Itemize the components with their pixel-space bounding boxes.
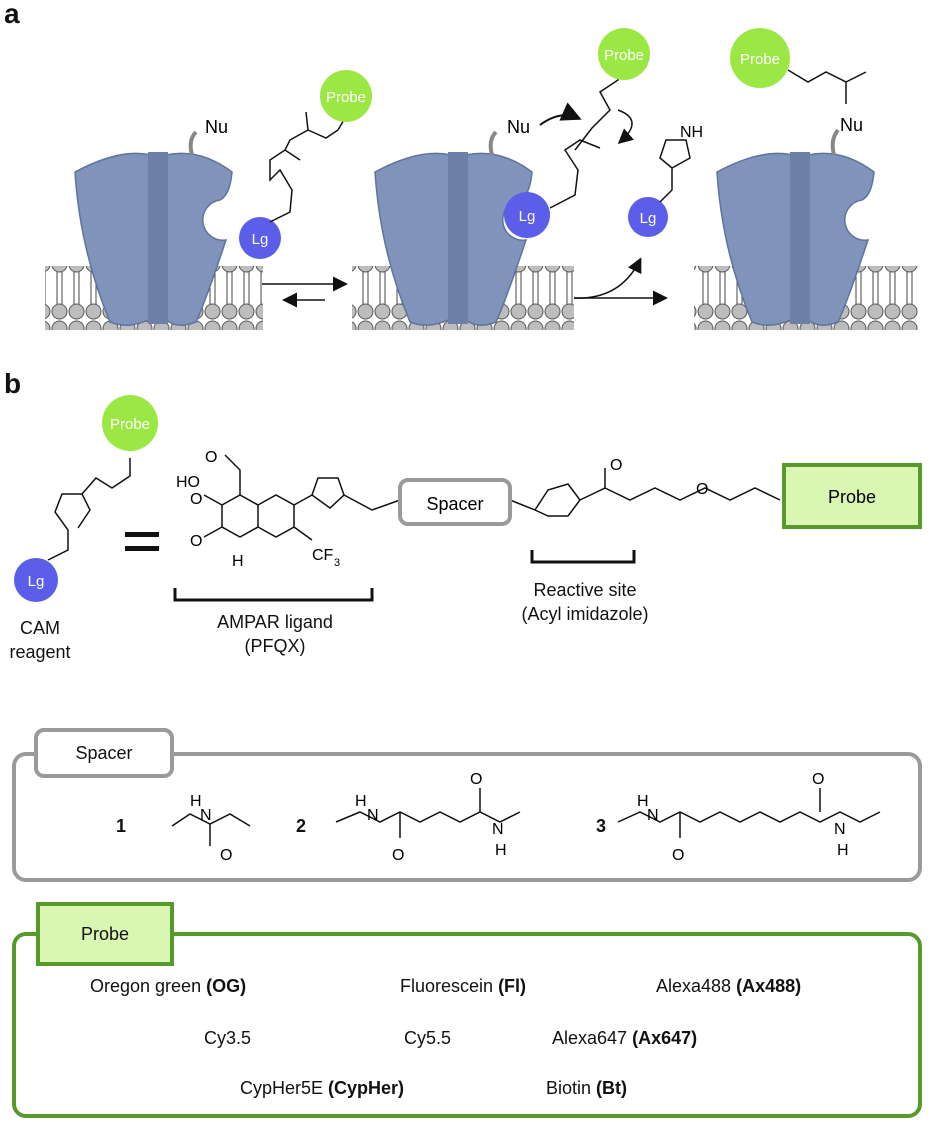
probe-item-cy55: Cy5.5 (404, 1028, 452, 1048)
spacer-number-1: 1 (116, 816, 127, 836)
svg-text:Lg: Lg (640, 210, 657, 227)
receptor-2: Lg Probe (352, 28, 650, 330)
svg-text:3: 3 (334, 557, 340, 569)
pfqx-label: (PFQX) (244, 636, 306, 656)
reactive-bracket (530, 550, 636, 564)
spacer-number-3: 3 (596, 816, 607, 836)
spacer-tab: Spacer (34, 728, 174, 778)
svg-text:Lg: Lg (252, 231, 269, 248)
equals-top (125, 532, 159, 537)
svg-text:Spacer: Spacer (426, 494, 483, 514)
svg-text:O: O (696, 481, 708, 498)
nu-label-1: Nu (205, 117, 228, 137)
svg-text:O: O (672, 847, 684, 864)
svg-text:O: O (190, 533, 202, 550)
spacer-number-2: 2 (296, 816, 307, 836)
svg-text:HO: HO (176, 474, 200, 491)
released-ligand: Lg NH (628, 124, 703, 237)
spacer-panel (12, 752, 922, 882)
reaction-scheme: Nu Lg Probe Lg Probe Nu Lg NH (14, 28, 922, 602)
svg-text:H: H (837, 842, 849, 859)
svg-text:N: N (492, 821, 504, 838)
probe-item-fl: Fluorescein (Fl) (400, 976, 527, 996)
svg-text:O: O (220, 847, 232, 864)
cam-reagent-schematic: Lg Probe (14, 395, 158, 602)
probe-item-cy35: Cy3.5 (204, 1028, 252, 1048)
svg-text:Lg: Lg (28, 573, 45, 590)
acyl-imidazole-label: (Acyl imidazole) (521, 604, 649, 624)
svg-text:O: O (470, 771, 482, 788)
svg-text:H: H (637, 793, 649, 810)
probe-item-bt: Biotin (Bt) (546, 1078, 628, 1098)
lg-ball-2 (504, 192, 550, 238)
svg-text:N: N (647, 807, 659, 824)
svg-text:Probe: Probe (828, 487, 876, 507)
cam-probe-ball (102, 395, 158, 451)
probe-item-cypher: CypHer5E (CypHer) (240, 1078, 405, 1098)
svg-text:N: N (834, 821, 846, 838)
cam-reagent-1: Lg Probe (239, 70, 372, 259)
svg-text:H: H (355, 793, 367, 810)
panel-label-b: b (4, 368, 22, 399)
probe-ball-2 (598, 28, 650, 80)
equals-bottom (125, 546, 159, 551)
svg-text:Lg: Lg (519, 208, 536, 225)
panel-label-a: a (4, 0, 20, 29)
ampar-ligand-label: AMPAR ligand (217, 612, 333, 632)
svg-text:O: O (205, 449, 217, 466)
probe-ball-1 (320, 70, 372, 122)
receptor-3: Probe (694, 28, 918, 330)
probe-item-og: Oregon green (OG) (90, 976, 247, 996)
reactive-site-label: Reactive site (533, 580, 637, 600)
spacer-box (398, 478, 512, 526)
pfqx-structure (203, 454, 781, 541)
svg-text:O: O (610, 457, 622, 474)
probe-box (782, 463, 922, 529)
svg-text:N: N (200, 807, 212, 824)
svg-text:H: H (232, 553, 244, 570)
svg-text:NH: NH (680, 124, 703, 141)
probe-ball-3 (730, 28, 790, 88)
probe-panel (12, 932, 922, 1118)
svg-text:N: N (367, 807, 379, 824)
svg-text:CF: CF (312, 547, 334, 564)
probe-tab: Probe (36, 902, 174, 966)
svg-text:O: O (812, 771, 824, 788)
probe-item-ax647: Alexa647 (Ax647) (552, 1028, 698, 1048)
cam-reagent-label: CAM reagent (9, 618, 71, 662)
receptor-1 (45, 130, 263, 330)
cam-lg-ball (14, 558, 58, 602)
nu-label-2: Nu (507, 117, 530, 137)
svg-text:H: H (190, 793, 202, 810)
svg-text:O: O (190, 491, 202, 508)
spacer-structures: H N O H N O O N H H N O O N H (171, 771, 881, 864)
svg-text:Probe: Probe (110, 416, 150, 433)
svg-text:H: H (495, 842, 507, 859)
svg-text:Probe: Probe (326, 89, 366, 106)
svg-text:Probe: Probe (740, 51, 780, 68)
svg-text:O: O (392, 847, 404, 864)
ampar-bracket (173, 588, 374, 602)
probe-item-ax488: Alexa488 (Ax488) (656, 976, 802, 996)
lg-ball-1 (239, 217, 281, 259)
svg-text:Probe: Probe (604, 47, 644, 64)
nu-label-3: Nu (840, 115, 863, 135)
